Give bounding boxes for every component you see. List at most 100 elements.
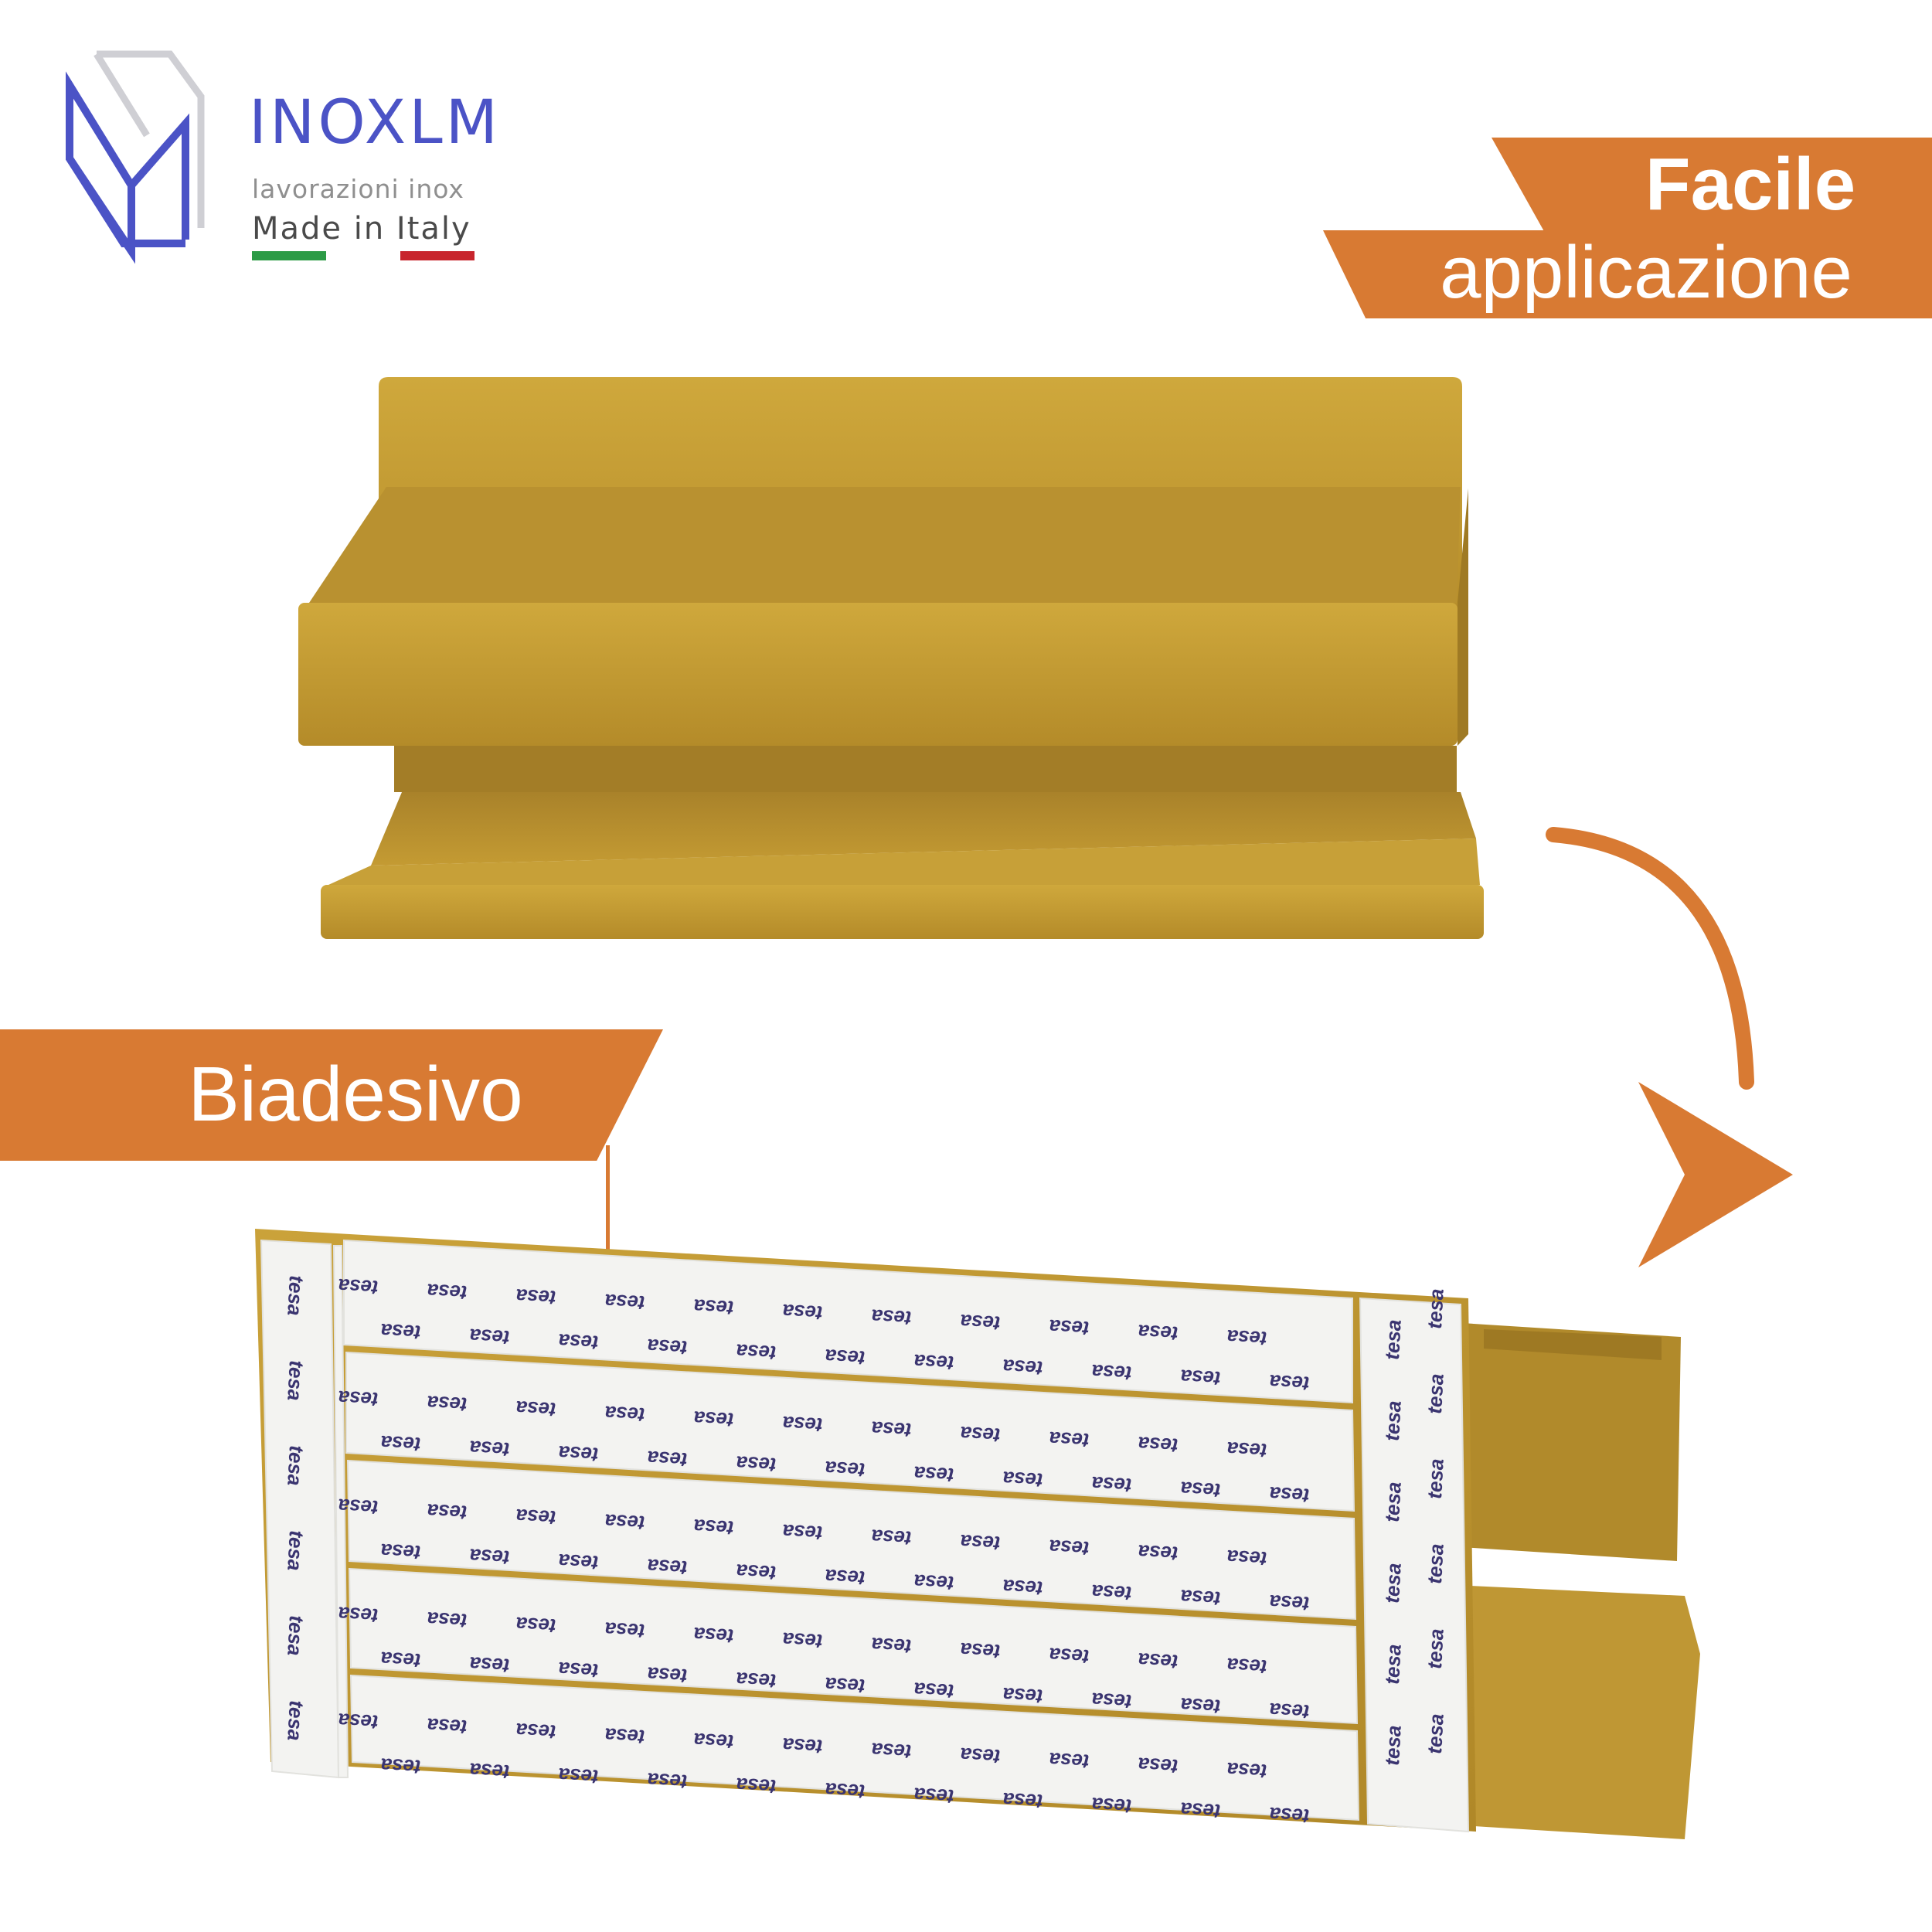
tape-print: tesa	[913, 1570, 955, 1596]
inoxlm-logo-icon	[66, 50, 205, 264]
tape-print: tesa	[960, 1310, 1002, 1335]
tape-print: tesa	[1226, 1546, 1268, 1571]
tape-print: tesa	[338, 1386, 379, 1412]
tape-print: tesa	[558, 1764, 600, 1789]
tape-strip-right	[1359, 1297, 1470, 1833]
tape-print: tesa	[825, 1345, 866, 1370]
tape-print: tesa	[469, 1652, 511, 1678]
brand-name: INOXLM	[249, 88, 501, 158]
headline-line-1: Facile	[1645, 143, 1856, 226]
tape-print: tesa	[558, 1549, 600, 1575]
tape-print: tesa	[469, 1544, 511, 1570]
tape-print: tesa	[647, 1555, 689, 1580]
tape-print: tesa	[960, 1530, 1002, 1556]
italy-flag-red-stripe	[400, 251, 474, 260]
tape-print: tesa	[1380, 1481, 1406, 1523]
tape-print: tesa	[1138, 1432, 1179, 1458]
tape-print: tesa	[1269, 1370, 1311, 1396]
tape-print: tesa	[693, 1729, 735, 1754]
tape-print: tesa	[825, 1673, 866, 1699]
tape-print: tesa	[825, 1565, 866, 1590]
tape-print: tesa	[1049, 1427, 1090, 1453]
tape-print: tesa	[515, 1719, 557, 1744]
tape-print: tesa	[1269, 1699, 1311, 1724]
tape-print: tesa	[913, 1678, 955, 1703]
tape-print: tesa	[736, 1451, 777, 1477]
tape-print: tesa	[1091, 1793, 1133, 1818]
tape-strip-2	[345, 1351, 1355, 1512]
tape-print: tesa	[1138, 1753, 1179, 1779]
tape-print: tesa	[1423, 1373, 1448, 1415]
tape-print: tesa	[736, 1560, 777, 1585]
tape-print: tesa	[1380, 1400, 1406, 1442]
tape-print: tesa	[647, 1768, 689, 1794]
tape-print: tesa	[427, 1279, 468, 1304]
tape-print: tesa	[604, 1290, 646, 1315]
tape-print: tesa	[1423, 1628, 1448, 1670]
tape-print: tesa	[1423, 1288, 1448, 1330]
tape-print: tesa	[338, 1709, 379, 1734]
tape-print: tesa	[1138, 1320, 1179, 1345]
italy-flag-green-stripe	[252, 251, 326, 260]
tape-print: tesa	[647, 1447, 689, 1472]
tape-strip-3	[346, 1459, 1357, 1621]
tape-print: tesa	[782, 1628, 824, 1654]
tape-print: tesa	[283, 1275, 308, 1317]
tape-print: tesa	[871, 1738, 913, 1764]
tape-print: tesa	[1226, 1758, 1268, 1784]
tape-print: tesa	[1180, 1798, 1222, 1824]
tape-print: tesa	[1002, 1683, 1044, 1709]
headline-banner-bottom	[1323, 230, 1932, 318]
tape-print: tesa	[693, 1515, 735, 1540]
tape-print: tesa	[427, 1499, 468, 1525]
tape-print: tesa	[782, 1412, 824, 1437]
tape-print: tesa	[604, 1617, 646, 1643]
tape-print: tesa	[693, 1294, 735, 1320]
tape-print: tesa	[913, 1350, 955, 1376]
tape-print: tesa	[604, 1509, 646, 1535]
tape-print: tesa	[1091, 1689, 1133, 1714]
tape-print: tesa	[1423, 1713, 1448, 1755]
tape-print: tesa	[871, 1633, 913, 1658]
tape-print: tesa	[1269, 1803, 1311, 1828]
tape-print: tesa	[380, 1319, 422, 1345]
tape-strip-1	[343, 1239, 1353, 1404]
brand-origin: Made in Italy	[252, 211, 471, 247]
tape-print: tesa	[558, 1441, 600, 1467]
headline-line-2: applicazione	[1440, 231, 1852, 314]
tape-print: tesa	[913, 1462, 955, 1488]
tape-print: tesa	[1180, 1693, 1222, 1719]
curved-arrow-icon	[1546, 827, 1793, 1267]
tape-print: tesa	[1380, 1644, 1406, 1685]
tape-print: tesa	[1049, 1643, 1090, 1668]
tape-print: tesa	[1180, 1477, 1222, 1502]
tape-print: tesa	[1091, 1360, 1133, 1386]
tape-print: tesa	[825, 1778, 866, 1804]
tape-print: tesa	[871, 1305, 913, 1331]
tape-print: tesa	[782, 1733, 824, 1759]
tape-print: tesa	[604, 1402, 646, 1427]
tape-print: tesa	[283, 1360, 308, 1402]
tape-print: tesa	[1049, 1748, 1090, 1774]
tape-print: tesa	[469, 1759, 511, 1784]
tape-print: tesa	[647, 1663, 689, 1689]
tape-print: tesa	[960, 1743, 1002, 1769]
adhesive-callout-label: Biadesivo	[188, 1051, 523, 1138]
tape-print: tesa	[1226, 1325, 1268, 1351]
tape-print: tesa	[380, 1539, 422, 1565]
tape-print: tesa	[1138, 1648, 1179, 1674]
tape-print: tesa	[693, 1406, 735, 1432]
tape-print: tesa	[1226, 1437, 1268, 1463]
tape-print: tesa	[1049, 1315, 1090, 1341]
tape-strip-left-outer	[260, 1239, 340, 1779]
tape-print: tesa	[960, 1638, 1002, 1664]
tape-print: tesa	[693, 1623, 735, 1648]
tape-print: tesa	[782, 1300, 824, 1325]
tape-print: tesa	[1091, 1472, 1133, 1498]
tape-print: tesa	[1380, 1319, 1406, 1361]
tape-print: tesa	[380, 1431, 422, 1457]
tape-print: tesa	[283, 1530, 308, 1572]
tape-print: tesa	[1180, 1366, 1222, 1391]
